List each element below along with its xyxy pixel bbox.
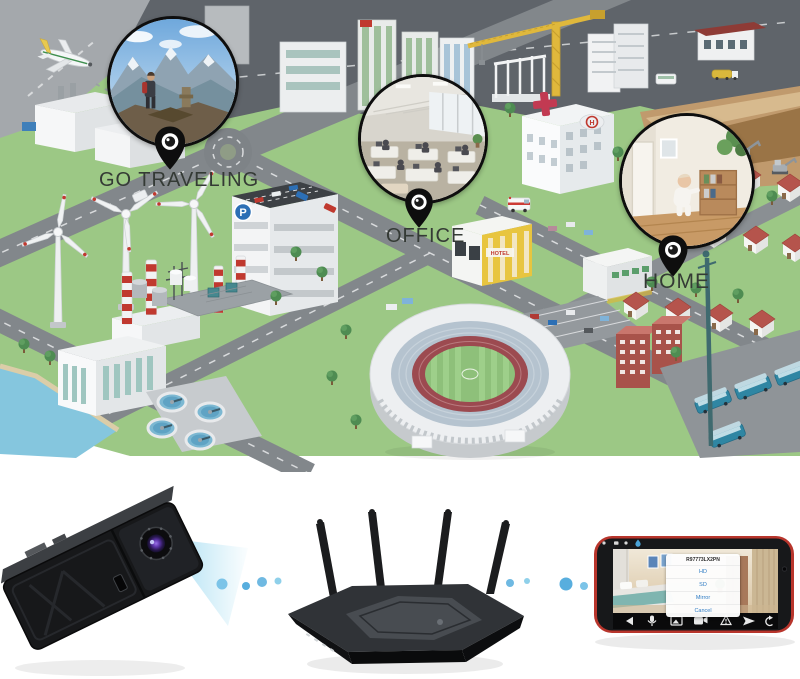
notify-dot-icon	[624, 541, 628, 545]
rotate-icon	[765, 615, 773, 627]
open-plan-office-photo	[358, 74, 488, 204]
helipad-letter: H	[589, 120, 594, 127]
mini-camera-device	[0, 485, 204, 650]
airplane	[37, 38, 93, 73]
storage-tanks	[132, 269, 196, 306]
map-pin-home	[658, 235, 688, 277]
phone-toolbar	[613, 613, 778, 629]
construction-crane	[467, 10, 605, 102]
wifi-router-device	[288, 509, 524, 674]
stadium	[369, 298, 571, 460]
map-pin-office	[405, 188, 433, 228]
mic-icon	[647, 615, 657, 626]
camera-dot-icon	[602, 541, 606, 545]
dialog-option-hd: HD	[666, 565, 740, 578]
bus-depot	[660, 330, 800, 458]
camera-app-dialog: R97773LX2PN HD SD Mirror Cancel	[666, 554, 740, 617]
waterworks	[58, 336, 262, 452]
hospital: H	[507, 91, 614, 213]
send-icon	[743, 616, 755, 626]
phone-status-icons	[602, 539, 641, 547]
hotel-sign: HOTEL	[491, 251, 510, 257]
wifi-dots-right	[506, 577, 588, 591]
app-square-icon	[614, 541, 619, 545]
white-bus	[655, 73, 677, 85]
record-icon	[694, 616, 708, 625]
parking-sign-letter: P	[239, 207, 246, 219]
water-drop-icon	[635, 539, 641, 547]
ambulance	[507, 196, 531, 213]
label-office: OFFICE	[386, 225, 466, 247]
dialog-option-mirror: Mirror	[666, 591, 740, 604]
office-people	[382, 139, 469, 173]
toddler-figure	[673, 173, 700, 217]
camera-lens	[139, 526, 173, 561]
parking-sign-icon	[233, 202, 253, 222]
dialog-option-sd: SD	[666, 578, 740, 591]
hotel-building: HOTEL	[452, 216, 532, 286]
tanker-truck	[711, 69, 738, 80]
bookshelf	[699, 169, 738, 216]
utility-pole	[697, 250, 717, 447]
helipad: H	[579, 114, 605, 130]
phone-camera-icon	[781, 566, 788, 572]
red-roof-factory	[694, 22, 766, 61]
connectivity-diagram	[0, 485, 795, 676]
label-home: HOME	[643, 270, 710, 293]
dialog-title: R97773LX2PN	[686, 557, 720, 563]
hiker-on-mountain-photo	[107, 16, 239, 148]
wifi-dots-left	[216, 577, 282, 590]
label-go-traveling: GO TRAVELING	[99, 169, 260, 191]
dialog-option-cancel: Cancel	[666, 604, 740, 617]
alert-icon	[719, 614, 733, 626]
back-icon	[626, 616, 633, 626]
red-cross-icon	[532, 91, 558, 117]
toddler-at-home-photo	[619, 113, 755, 249]
hiker-figure	[142, 71, 156, 109]
map-pin-traveling	[154, 126, 186, 170]
airport-area	[0, 0, 179, 138]
